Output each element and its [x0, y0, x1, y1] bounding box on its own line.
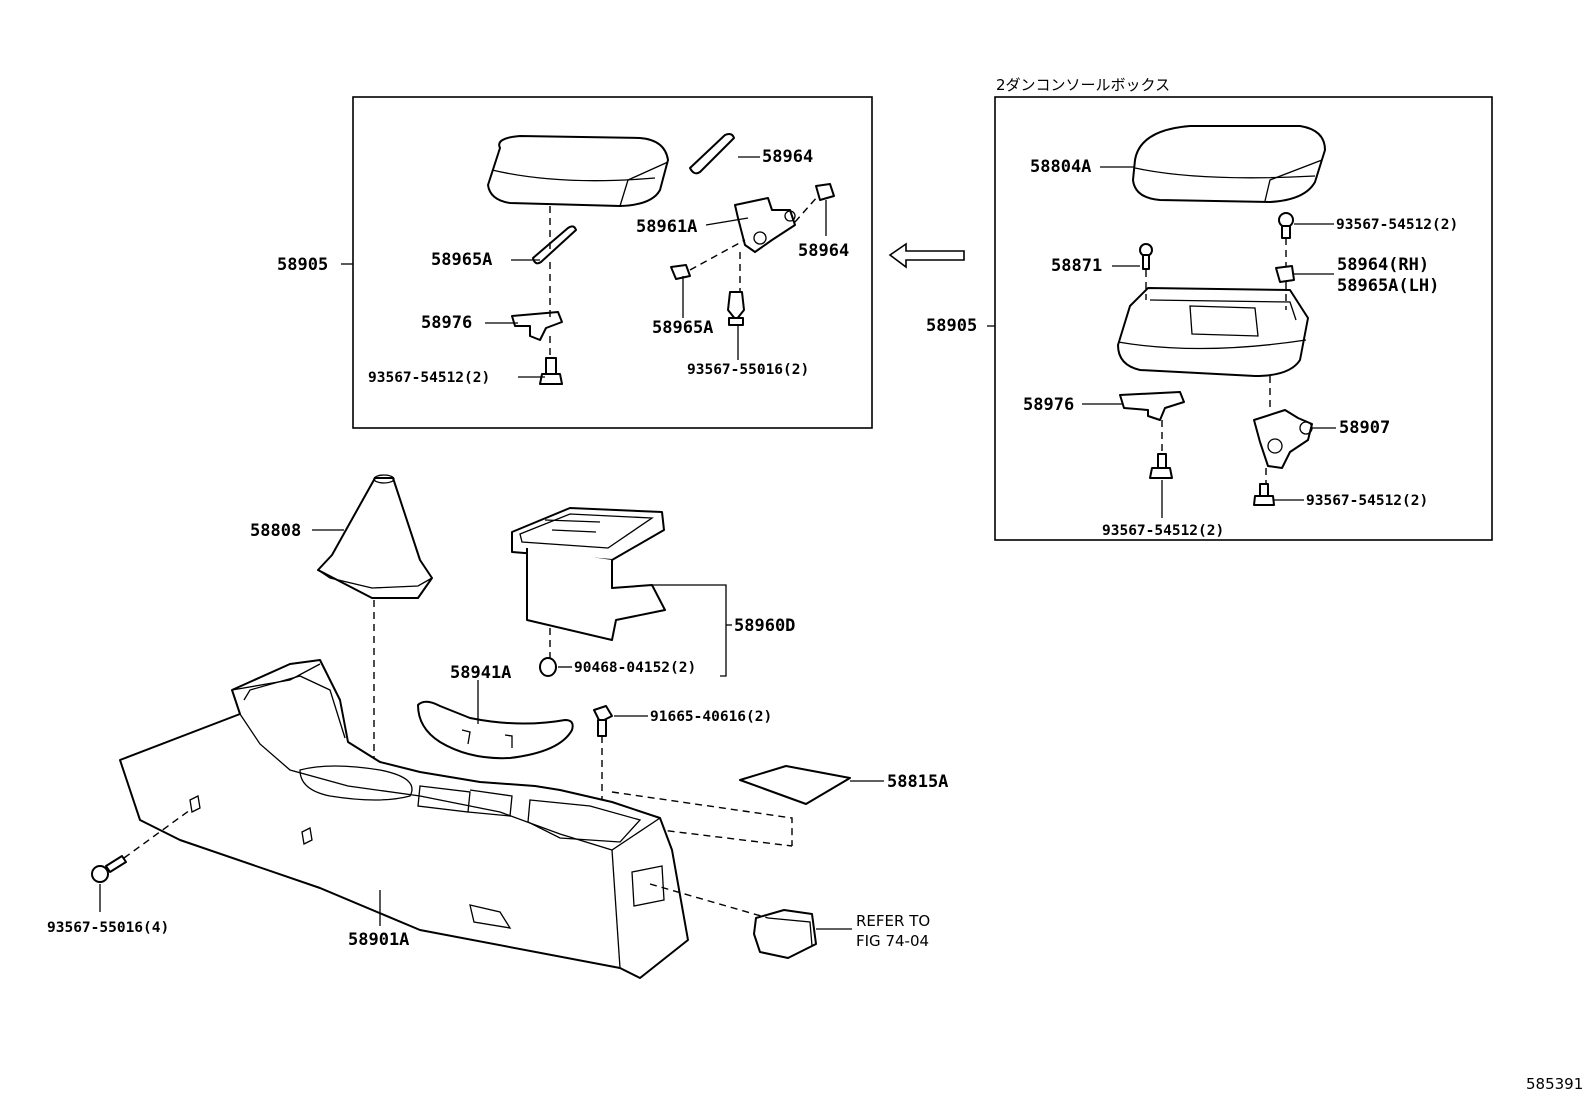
bracket-right-drawing [1119, 391, 1185, 421]
refer-line-2: FIG 74-04 [856, 932, 929, 950]
screw-58871-drawing [1139, 243, 1153, 270]
screw-91665-drawing [593, 705, 613, 737]
part-label: 93567-54512(2) [368, 370, 490, 386]
inset-left-callout: 58905 [277, 255, 328, 275]
shift-boot-drawing [317, 474, 433, 599]
armrest-lid-drawing [487, 135, 669, 207]
storage-box-drawing [511, 507, 666, 641]
arrow-left-icon [888, 242, 965, 269]
clip-90468-drawing [539, 657, 557, 677]
part-label: 58871 [1051, 256, 1102, 276]
part-label: 58901A [348, 930, 409, 950]
part-label: 58964(RH) [1337, 255, 1429, 275]
screw-bottom-left-drawing [1149, 453, 1173, 479]
switch-drawing [753, 909, 817, 959]
part-label: 58965A [652, 318, 713, 338]
part-label: 58964 [798, 241, 849, 261]
part-label: 58965A(LH) [1337, 276, 1439, 296]
part-label: 58808 [250, 521, 301, 541]
part-label: 93567-54512(2) [1306, 493, 1428, 509]
screw-console-drawing [91, 855, 127, 883]
mat-drawing [739, 765, 851, 805]
clip-right-drawing [815, 183, 835, 201]
part-label: 93567-55016(2) [687, 362, 809, 378]
inset-right-frame [994, 96, 1493, 541]
hinge-rod-top-drawing [689, 133, 735, 175]
tray-drawing [1117, 287, 1309, 377]
inset-right-callout: 58905 [926, 316, 977, 336]
clip-left-drawing [670, 264, 691, 280]
inset-right-title: 2ダンコンソールボックス [996, 76, 1170, 94]
part-label: 58941A [450, 663, 511, 683]
lock-58907-drawing [1253, 409, 1313, 469]
main-assembly: 58808 58960D 90468-04152(2) 58941A [47, 474, 948, 979]
screw-long-drawing [727, 291, 745, 326]
inset-right: 2ダンコンソールボックス [926, 76, 1493, 541]
bracket-drawing [511, 311, 563, 341]
part-label: 58815A [887, 772, 948, 792]
part-label: 93567-55016(4) [47, 920, 169, 936]
refer-line-1: REFER TO [856, 912, 930, 930]
inset-left: 58964 58961A 58964 58965A 58965A 58976 9… [277, 96, 873, 429]
lock-assembly-drawing [734, 197, 796, 253]
console-lid-drawing [1132, 125, 1326, 203]
part-label: 58964 [762, 147, 813, 167]
part-label: 58976 [1023, 395, 1074, 415]
diagram-id: 585391 [1526, 1075, 1583, 1093]
screw-bottom-right-drawing [1253, 483, 1275, 506]
part-label: 93567-54512(2) [1336, 217, 1458, 233]
console-body-drawing [119, 659, 689, 979]
part-label: 91665-40616(2) [650, 709, 772, 725]
trim-panel-drawing [417, 700, 574, 760]
screw-top-drawing [1278, 212, 1294, 239]
part-label: 58961A [636, 217, 697, 237]
clip-rh-drawing [1275, 265, 1295, 283]
screw-short-drawing [539, 357, 563, 385]
part-label: 58976 [421, 313, 472, 333]
part-label: 58960D [734, 616, 795, 636]
part-label: 58907 [1339, 418, 1390, 438]
inset-left-frame [352, 96, 873, 429]
part-label: 58965A [431, 250, 492, 270]
part-label: 90468-04152(2) [574, 660, 696, 676]
part-label: 58804A [1030, 157, 1091, 177]
hinge-rod-left-drawing [532, 225, 577, 265]
part-label: 93567-54512(2) [1102, 523, 1224, 539]
